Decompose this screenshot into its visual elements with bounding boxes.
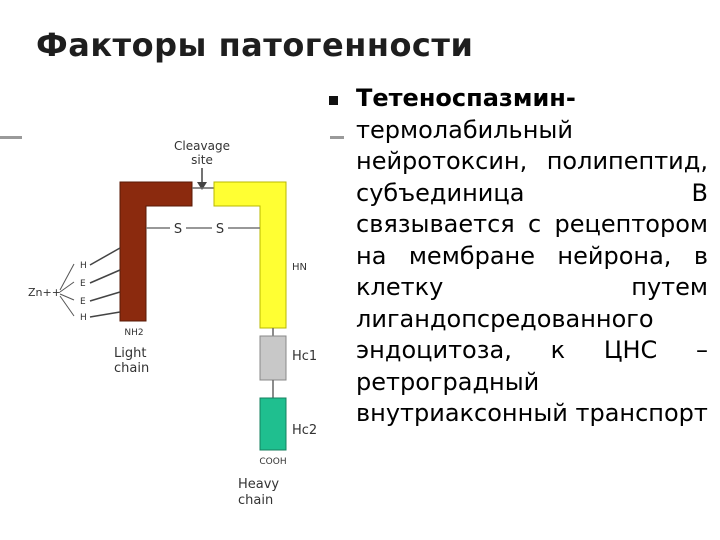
cooh-label: COOH xyxy=(259,457,286,467)
bullet-lead: Тетеноспазмин- xyxy=(356,84,576,112)
residue-e1: E xyxy=(80,279,86,289)
cleavage-label-line1: Cleavage xyxy=(174,139,230,153)
residue-e2: E xyxy=(80,297,86,307)
light-chain-shape xyxy=(119,181,193,322)
zinc-bond-3 xyxy=(59,293,75,301)
heavy-chain-label-2: chain xyxy=(238,493,273,508)
residue-link-3 xyxy=(89,291,121,302)
bullet-marker xyxy=(329,96,338,105)
heavy-chain-label-1: Heavy xyxy=(238,477,279,492)
residue-link-2 xyxy=(89,269,121,284)
zinc-label: Zn++ xyxy=(28,286,61,299)
hc1-domain-shape xyxy=(259,335,287,381)
residue-link-4 xyxy=(89,311,121,318)
cleavage-label-line2: site xyxy=(191,153,213,167)
bullet-text: Тетеноспазмин-термолабильный нейротоксин… xyxy=(356,83,708,430)
residue-link-1 xyxy=(89,247,121,266)
disulfide-s1: S xyxy=(174,222,182,237)
disulfide-s2: S xyxy=(216,222,224,237)
hc2-label: Hc2 xyxy=(292,423,317,438)
light-chain-label-2: chain xyxy=(114,361,149,376)
tetanospasmin-structure-diagram: Cleavage site S S Zn++ H E E H NH2 Light… xyxy=(22,136,330,516)
nh2-label: NH2 xyxy=(124,328,143,338)
hn-label: HN xyxy=(292,262,307,273)
hn-domain-shape xyxy=(213,181,287,329)
cleavage-arrowhead xyxy=(197,182,207,190)
zinc-bond-1 xyxy=(59,263,75,291)
bullet-body: термолабильный нейротоксин, полипептид, … xyxy=(356,115,708,428)
residue-h2: H xyxy=(80,313,87,323)
residue-h1: H xyxy=(80,261,87,271)
zinc-bond-4 xyxy=(59,295,75,317)
light-chain-label-1: Light xyxy=(114,346,146,361)
hc1-label: Hc1 xyxy=(292,349,317,364)
zinc-bond-2 xyxy=(59,281,75,293)
hc2-domain-shape xyxy=(259,397,287,451)
slide-title: Факторы патогенности xyxy=(36,26,474,64)
